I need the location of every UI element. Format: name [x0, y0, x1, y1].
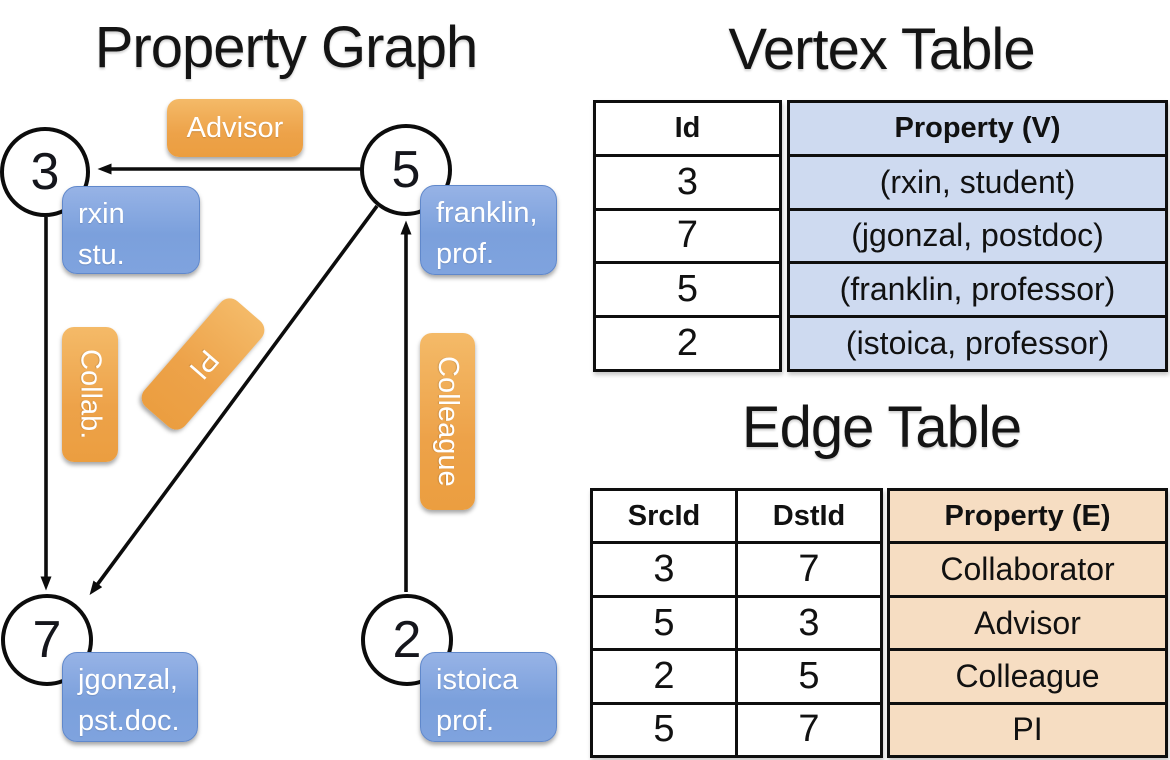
- vertex-table-id-header: Id: [674, 111, 701, 144]
- edge-table-property-column: Property (E) Collaborator Advisor Collea…: [887, 488, 1168, 758]
- vertex-table-id-cell: 3: [596, 153, 779, 208]
- node-box-line2: pst.doc.: [78, 704, 180, 737]
- vertex-id-3: 3: [30, 143, 60, 201]
- vertex-table-id-cell: 5: [596, 261, 779, 315]
- edge-table-dst-cell: 3: [735, 597, 880, 649]
- vertex-table-property-column: Property (V) (rxin, student) (jgonzal, p…: [787, 100, 1168, 372]
- node-box-line1: istoica: [436, 664, 519, 696]
- edge-label-collab: Collab.: [62, 327, 118, 462]
- graph-title: Property Graph: [94, 15, 479, 80]
- vertex-table-property-cell: (rxin, student): [790, 153, 1165, 208]
- edge-table-title: Edge Table: [741, 395, 1022, 460]
- edge-table-row: 2 5: [593, 648, 880, 702]
- vertex-table-property-cell: (istoica, professor): [790, 315, 1165, 369]
- edge-table-dst-cell: 7: [735, 544, 880, 595]
- edge-table-src-cell: 5: [653, 601, 675, 644]
- vertex-table-id-cell: 2: [596, 315, 779, 369]
- vertex-table-property-cell: (franklin, professor): [790, 261, 1165, 315]
- edge-label-advisor: Advisor: [167, 99, 303, 157]
- edge-table-property-cell: Collaborator: [890, 541, 1165, 594]
- edge-table-row: 5 7: [593, 701, 880, 756]
- vertex-id-5: 5: [391, 141, 421, 199]
- node-box-line2: prof.: [436, 237, 495, 270]
- vertex-id-7: 7: [32, 611, 62, 669]
- edge-table-src-cell: 2: [653, 654, 675, 697]
- edge-table-property-cell: Advisor: [890, 594, 1165, 648]
- node-box-jgonzal: jgonzal, pst.doc.: [62, 652, 198, 742]
- edge-line-pi-5-to-7: [89, 204, 379, 596]
- edge-label-colleague: Colleague: [420, 333, 475, 510]
- edge-table-property-header: Property (E): [944, 499, 1111, 532]
- edge-table-id-columns: SrcId DstId 3 7 5 3 2 5 5 7: [590, 488, 883, 758]
- vertex-id-2: 2: [392, 611, 422, 669]
- node-box-line2: stu.: [78, 238, 125, 271]
- edge-table-row: 5 3: [593, 594, 880, 649]
- node-box-rxin: rxin stu.: [62, 186, 200, 274]
- node-box-line2: prof.: [436, 704, 495, 737]
- edge-table-property-cell: Colleague: [890, 648, 1165, 701]
- vertex-table-id-column: Id 3 7 5 2: [593, 100, 782, 372]
- node-box-line1: jgonzal,: [78, 664, 178, 696]
- node-box-istoica: istoica prof.: [420, 652, 557, 742]
- edge-table-row: 3 7: [593, 541, 880, 595]
- edge-table-src-cell: 3: [653, 548, 675, 591]
- edge-table-srcid-header: SrcId: [627, 499, 701, 532]
- node-box-line1: rxin: [78, 198, 125, 230]
- vertex-table-property-header: Property (V): [894, 111, 1061, 144]
- node-box-franklin: franklin, prof.: [420, 185, 557, 275]
- edge-table-src-cell: 5: [653, 708, 675, 751]
- edge-table-dst-cell: 7: [735, 704, 880, 756]
- edge-table-dst-cell: 5: [735, 651, 880, 702]
- edge-table-property-cell: PI: [890, 701, 1165, 755]
- vertex-table-title: Vertex Table: [728, 17, 1035, 82]
- vertex-table-id-cell: 7: [596, 207, 779, 262]
- vertex-table-property-cell: (jgonzal, postdoc): [790, 207, 1165, 262]
- edge-table-header-row: SrcId DstId: [593, 491, 880, 542]
- edge-table-dstid-header: DstId: [735, 491, 880, 542]
- node-box-line1: franklin,: [436, 197, 538, 229]
